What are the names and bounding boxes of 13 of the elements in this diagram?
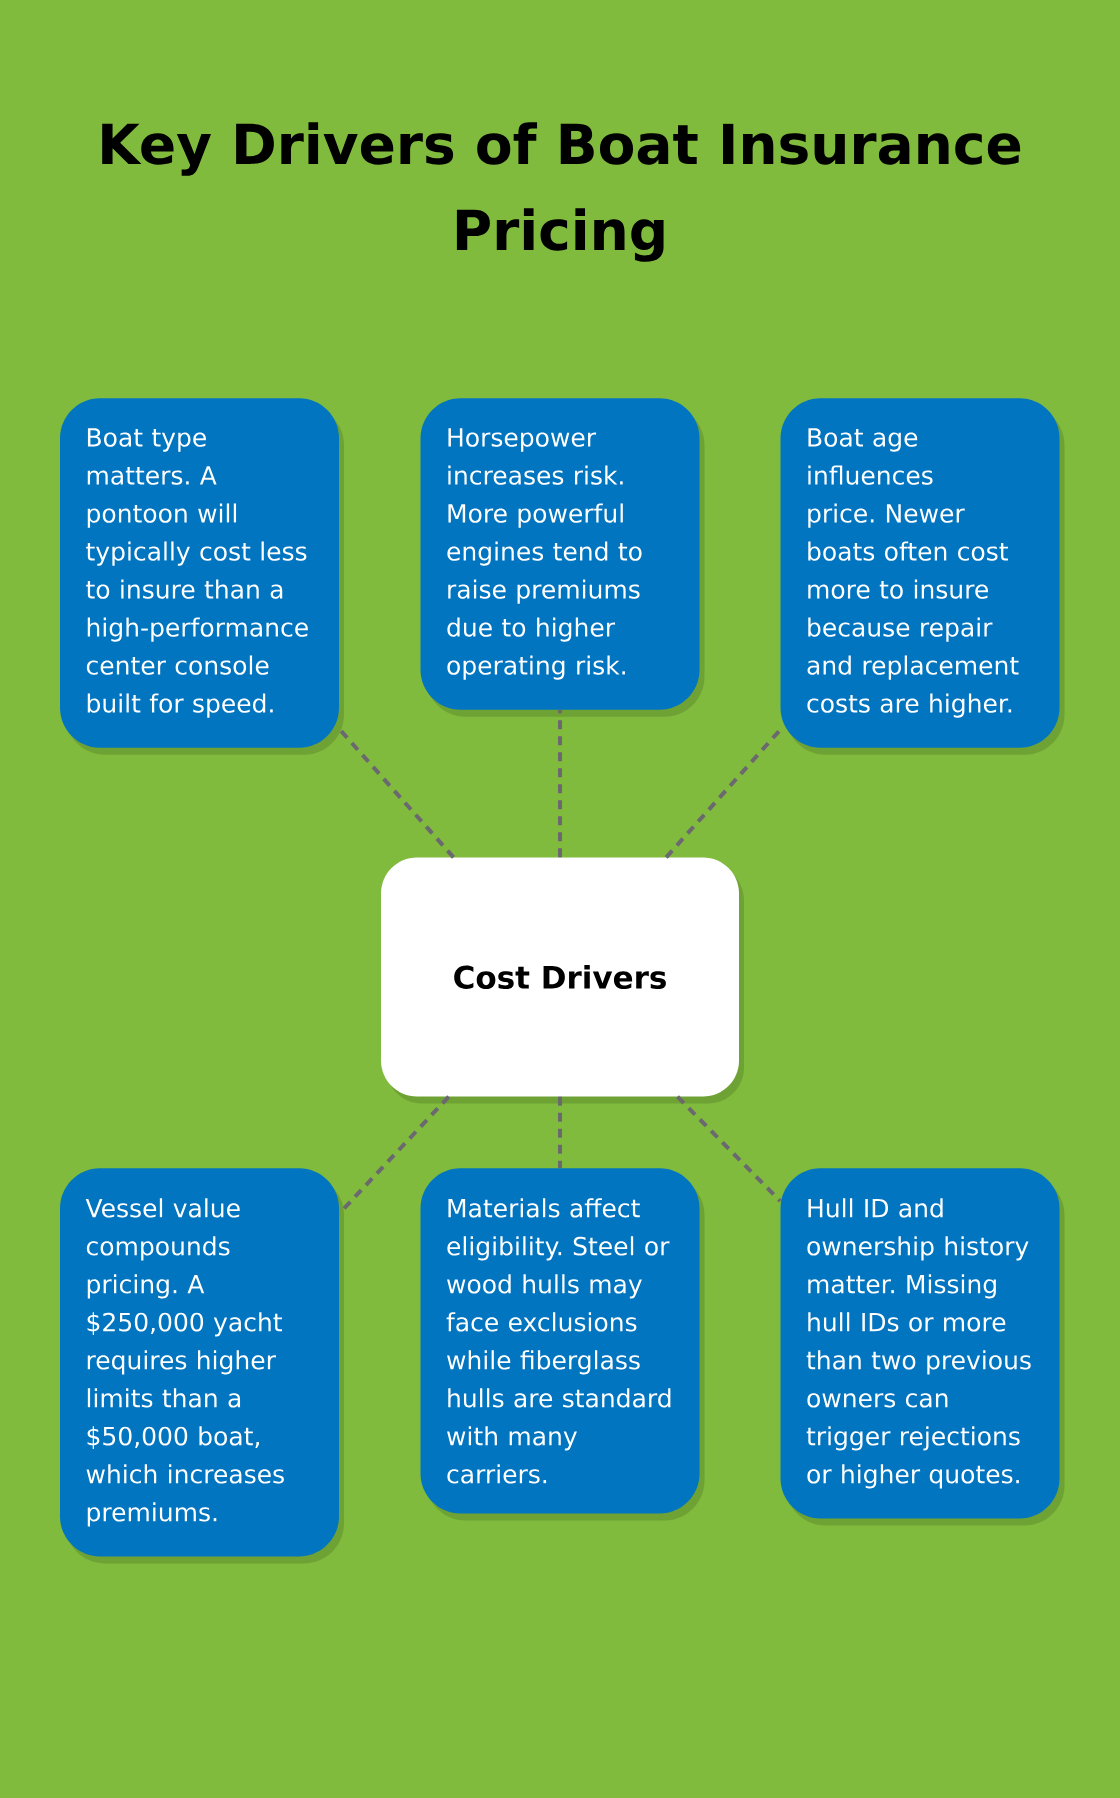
connector-line: [558, 709, 562, 858]
text-box: Boat type matters. A pontoon will typically cost less to insure than a high-performance center console built for speed.: [60, 398, 344, 755]
text-box: Vessel value compounds pricing. A $250,000 yacht requires higher limits than a $50,000 boat, which increases premiums.: [60, 1168, 344, 1564]
text-box: Boat age influences price. Newer boats often cost more to insure because repair and replacement costs are higher.: [780, 398, 1065, 755]
text-box: Hull ID and ownership history matter. Missing hull IDs or more than two previous owners can trigger rejections or higher quotes.: [780, 1168, 1065, 1526]
connector-line: [337, 727, 456, 859]
central-box: Cost Drivers: [381, 857, 744, 1104]
connector-line: [676, 1095, 782, 1203]
connector-line: [664, 728, 782, 859]
connector-line: [558, 1096, 562, 1168]
text-box: Materials affect eligibility. Steel or wood hulls may face exclusions while fiberglass hulls are standard with many carriers.: [420, 1168, 705, 1521]
text-box: Horsepower increases risk. More powerful engines tend to raise premiums due to higher operating risk.: [420, 398, 705, 717]
title: Key Drivers of Boat Insurance Pricing: [102, 122, 1021, 262]
